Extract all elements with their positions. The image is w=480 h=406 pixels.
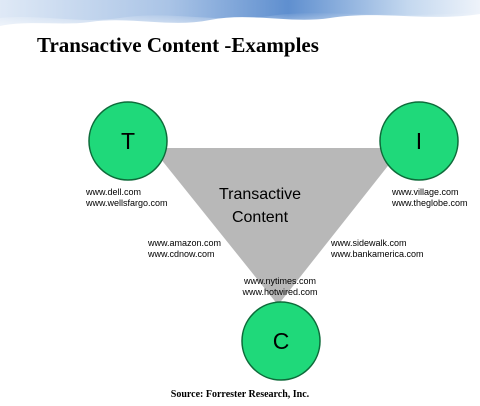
node-i-label: I — [416, 128, 422, 154]
node-i-circle — [379, 101, 459, 181]
i-sites: www.village.com www.theglobe.com — [392, 187, 468, 209]
tc-sites: www.amazon.com www.cdnow.com — [148, 238, 221, 260]
header-cloud-band — [0, 0, 480, 40]
site-link[interactable]: www.nytimes.com — [243, 276, 316, 286]
node-c-label: C — [273, 328, 290, 354]
node-i: I — [379, 101, 459, 181]
c-sites: www.nytimes.com www.hotwired.com — [220, 276, 340, 298]
center-label: Transactive Content — [200, 183, 320, 229]
center-label-line-1: Transactive — [218, 186, 302, 203]
center-triangle — [152, 148, 402, 305]
node-c-circle — [241, 301, 321, 381]
site-link[interactable]: www.sidewalk.com — [331, 238, 407, 248]
ic-sites: www.sidewalk.com www.bankamerica.com — [331, 238, 424, 260]
center-label-line-2: Content — [231, 209, 289, 226]
site-link[interactable]: www.village.com — [392, 187, 459, 197]
site-link[interactable]: www.bankamerica.com — [331, 249, 424, 259]
site-link[interactable]: www.dell.com — [86, 187, 142, 197]
source-citation: Source: Forrester Research, Inc. — [170, 389, 310, 400]
site-link[interactable]: www.hotwired.com — [242, 287, 318, 297]
site-link[interactable]: www.amazon.com — [148, 238, 222, 248]
site-link[interactable]: www.theglobe.com — [392, 198, 468, 208]
slide-title: Transactive Content -Examples — [37, 33, 319, 57]
t-sites: www.dell.com www.wellsfargo.com — [86, 187, 168, 209]
node-t: T — [88, 101, 168, 181]
site-link[interactable]: www.cdnow.com — [148, 249, 215, 259]
node-t-label: T — [121, 128, 135, 154]
node-t-circle — [88, 101, 168, 181]
site-link[interactable]: www.wellsfargo.com — [86, 198, 168, 208]
node-c: C — [241, 301, 321, 381]
